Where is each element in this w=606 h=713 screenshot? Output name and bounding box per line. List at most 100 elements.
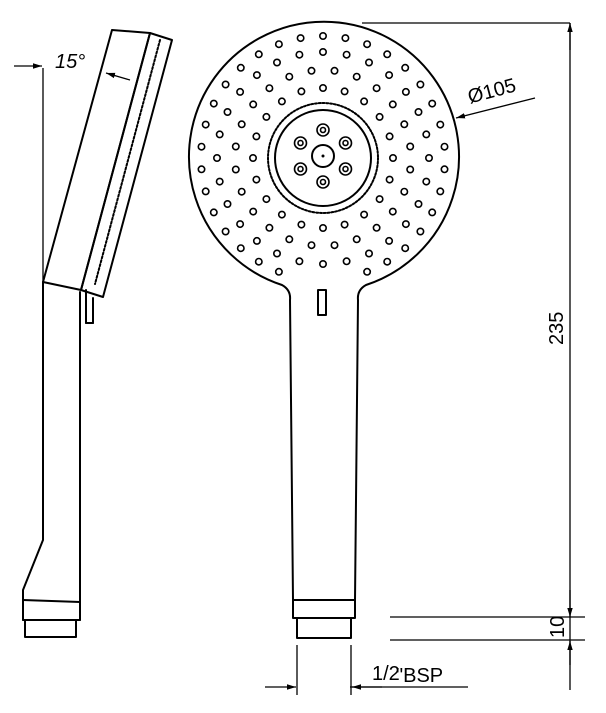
nozzle-hole — [372, 84, 381, 93]
nozzle-hole — [277, 210, 286, 219]
nozzle-hole — [215, 130, 224, 139]
nozzle-hole — [401, 244, 410, 253]
diameter-label: Ø105 — [465, 75, 518, 109]
nozzle-hole — [249, 154, 258, 163]
nozzle-hole — [422, 177, 431, 186]
nozzle-hole — [416, 80, 425, 89]
nozzle-hole — [297, 87, 306, 96]
thread-dimension: 1/2 "BSP — [265, 645, 468, 695]
angle-dimension: 15° — [14, 51, 131, 282]
nozzle-hole — [262, 195, 271, 204]
nozzle-hole — [342, 50, 351, 59]
nozzle-hole — [341, 34, 350, 43]
nozzle-hole — [197, 165, 206, 174]
nozzle-hole — [406, 165, 415, 174]
nozzle-hole — [383, 50, 392, 59]
nozzle-hole — [364, 58, 373, 67]
nozzle-hole — [249, 100, 258, 109]
nozzle-hole — [318, 47, 327, 56]
connector-label: 10 — [547, 616, 569, 638]
nozzle-hole — [385, 71, 394, 80]
nozzle-hole — [401, 63, 410, 72]
nozzle-hole — [406, 142, 415, 151]
nozzle-hole — [440, 165, 449, 174]
nozzle-hole — [252, 132, 261, 141]
nozzle-hole — [209, 99, 218, 108]
nozzle-hole — [388, 100, 397, 109]
nozzle-hole — [237, 120, 246, 129]
nozzle-hole — [265, 223, 274, 232]
height-dimension: 235 10 — [362, 22, 585, 690]
nozzle-hole — [385, 175, 394, 184]
nozzle-hole — [422, 130, 431, 139]
nozzle-hole — [249, 207, 258, 216]
center-nozzle-inner — [342, 165, 349, 173]
nozzle-hole — [330, 241, 339, 250]
nozzle-hole — [342, 257, 351, 266]
nozzle-hole — [223, 200, 232, 209]
front-tab — [317, 289, 327, 316]
nozzle-hole — [285, 235, 294, 244]
side-view — [22, 29, 173, 638]
nozzle-hole — [295, 257, 304, 266]
nozzle-hole — [254, 50, 263, 59]
nozzle-hole — [215, 177, 224, 186]
nozzle-hole — [274, 267, 283, 276]
center-ring-outer — [267, 102, 379, 214]
nozzle-hole — [231, 142, 240, 151]
nozzle-hole — [360, 210, 369, 219]
nozzle-hole — [424, 154, 433, 163]
nozzle-hole — [252, 236, 261, 245]
nozzle-hole — [262, 112, 271, 121]
nozzle-hole — [436, 120, 445, 129]
center-nozzle-inner — [342, 139, 349, 147]
thread-fraction-label: 1/2 — [372, 663, 400, 685]
center-nozzle-inner — [297, 165, 304, 173]
nozzle-hole — [265, 84, 274, 93]
nozzle-hole — [340, 220, 349, 229]
nozzle-hole — [201, 187, 210, 196]
side-handle — [22, 281, 44, 621]
nozzle-holes — [197, 31, 449, 276]
nozzle-hole — [223, 108, 232, 117]
nozzle-hole — [307, 66, 316, 75]
nozzle-hole — [307, 241, 316, 250]
nozzle-hole — [414, 200, 423, 209]
nozzle-hole — [330, 66, 339, 75]
nozzle-hole — [436, 187, 445, 196]
nozzle-hole — [388, 207, 397, 216]
nozzle-hole — [236, 87, 245, 96]
nozzle-hole — [340, 87, 349, 96]
side-base — [22, 599, 81, 621]
nozzle-hole — [201, 120, 210, 129]
nozzle-hole — [360, 97, 369, 106]
nozzle-hole — [364, 249, 373, 258]
nozzle-hole — [375, 195, 384, 204]
height-label: 235 — [546, 312, 568, 345]
nozzle-hole — [416, 227, 425, 236]
angle-label: 15° — [55, 51, 85, 73]
nozzle-hole — [400, 120, 409, 129]
nozzle-hole — [272, 58, 281, 67]
center-hub — [311, 144, 335, 168]
side-face-plate — [80, 32, 173, 298]
nozzle-hole — [252, 71, 261, 80]
nozzle-hole — [352, 235, 361, 244]
front-outline — [188, 20, 460, 601]
nozzle-hole — [383, 257, 392, 266]
nozzle-hole — [231, 165, 240, 174]
nozzle-hole — [272, 249, 281, 258]
nozzle-hole — [385, 132, 394, 141]
nozzle-hole — [297, 220, 306, 229]
center-nozzles — [293, 123, 353, 189]
nozzle-hole — [363, 40, 372, 49]
nozzle-hole — [221, 227, 230, 236]
nozzle-hole — [213, 154, 222, 163]
nozzle-hole — [277, 97, 286, 106]
front-view — [188, 20, 460, 639]
nozzle-hole — [401, 87, 410, 96]
nozzle-hole — [440, 142, 449, 151]
center-ring-inner — [274, 109, 372, 207]
center-nozzle-inner — [319, 126, 327, 134]
